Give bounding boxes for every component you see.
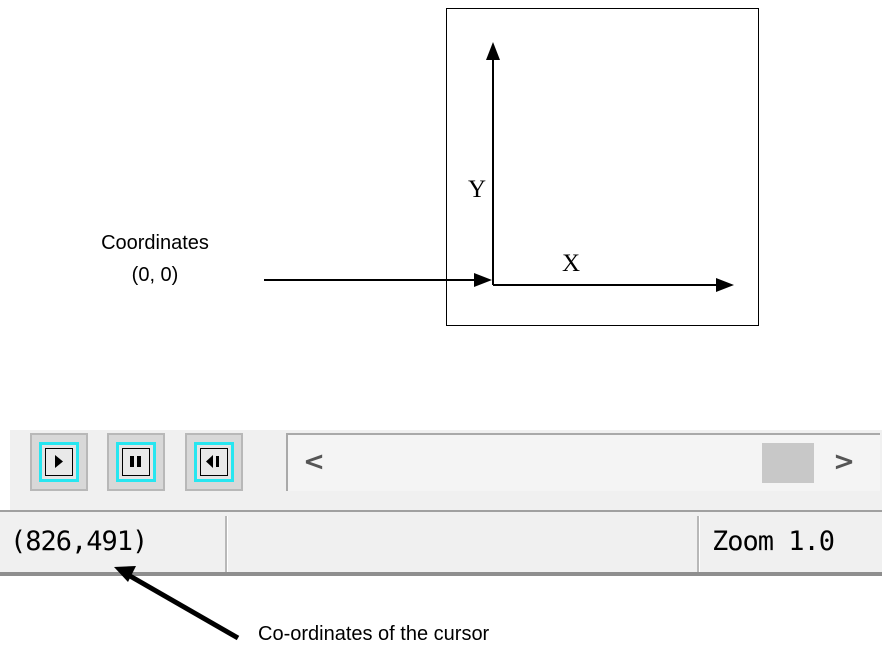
x-axis-arrowhead <box>716 278 734 292</box>
canvas-frame <box>446 8 759 326</box>
scroll-left-arrow[interactable]: < <box>303 447 325 477</box>
status-bar: (826,491) Zoom 1.0 <box>0 510 882 576</box>
status-divider <box>697 516 700 572</box>
pause-button[interactable] <box>107 433 165 491</box>
x-axis-label: X <box>562 250 581 277</box>
origin-label-title: Coordinates <box>101 232 209 254</box>
y-axis-label: Y <box>468 176 487 203</box>
play-icon <box>55 455 63 468</box>
axes-graphic <box>264 42 734 292</box>
pause-icon <box>130 456 141 467</box>
cursor-coordinates-readout: (826,491) <box>10 526 148 557</box>
origin-pointer-arrowhead <box>474 273 492 287</box>
cursor-coordinates-caption: Co-ordinates of the cursor <box>258 623 490 645</box>
y-axis-arrowhead <box>486 42 500 60</box>
coordinate-diagram: Y X Coordinates (0, 0) <box>101 8 759 326</box>
play-button[interactable] <box>30 433 88 491</box>
origin-label-value: (0, 0) <box>131 264 179 286</box>
scroll-right-arrow[interactable]: > <box>833 447 855 477</box>
step-back-button[interactable] <box>185 433 243 491</box>
horizontal-scrollbar[interactable]: < > <box>286 433 880 491</box>
status-divider <box>225 516 228 572</box>
playback-toolbar: < > <box>10 430 882 510</box>
scroll-thumb[interactable] <box>762 443 814 483</box>
step-back-icon <box>206 455 219 468</box>
zoom-readout: Zoom 1.0 <box>712 526 835 557</box>
